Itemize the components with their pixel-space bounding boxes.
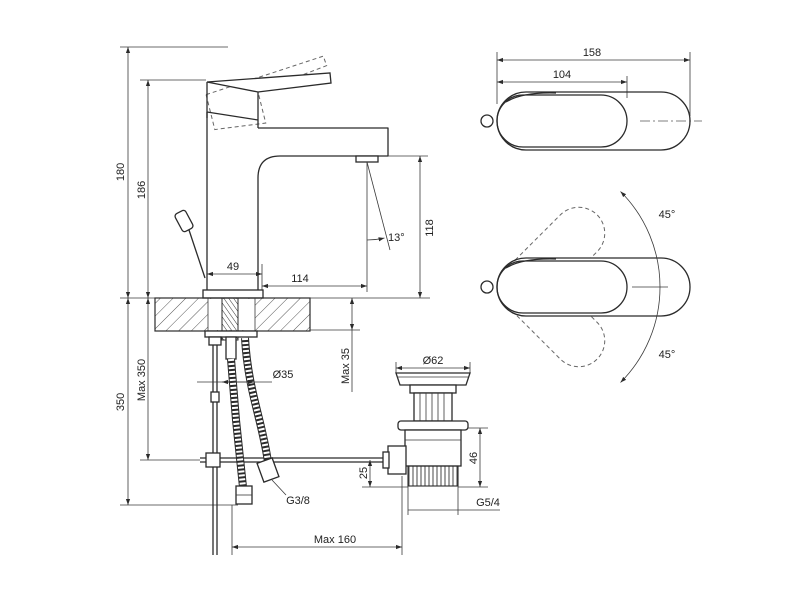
label-49: 49 [227,261,239,273]
waste-upper-ribs [419,393,445,421]
label-max-160: Max 160 [314,534,356,546]
label-45-degrees-up: 45° [659,209,676,221]
label-118: 118 [424,219,436,237]
faucet-base [202,289,264,299]
top-view-handle-boss [505,92,557,103]
lever-raised-position [205,55,328,131]
hose-hot-nut [256,457,280,483]
top-view: 158 104 [480,47,702,151]
waste-flange-nut [397,420,469,431]
label-25: 25 [358,467,370,479]
label-114: 114 [291,273,309,285]
label-max-35: Max 35 [340,348,352,384]
rotation-view-pop-up-knob [480,280,494,294]
faucet-body [206,112,389,290]
top-view-lever [496,94,628,148]
label-diameter-35: Ø35 [273,369,294,381]
aerator [355,155,379,163]
hose-hot-braid [242,337,271,463]
hose-fitting [225,336,237,360]
label-158: 158 [583,47,601,59]
pop-up-rod-upper [188,229,206,279]
rotation-arc-up [620,191,661,288]
left-dimensions: 180 186 Max 350 350 [115,46,430,506]
top-view-pop-up-knob [480,114,494,128]
spout-dimensions: 49 114 118 13° [207,155,436,298]
hose-cold-braid [228,358,246,488]
label-max-350: Max 350 [136,359,148,401]
lever [206,72,332,93]
waste-lower-body [404,429,462,467]
under-counter-assembly: G3/8 Ø35 Max 160 [197,336,403,555]
fixing-nut [204,330,258,338]
label-46: 46 [468,452,480,464]
rotation-arc-down [620,286,661,383]
label-13-degrees: 13° [388,232,405,244]
label-45-degrees-down: 45° [659,349,676,361]
waste-thread [407,465,459,487]
label-186: 186 [136,181,148,199]
waste-side-outlet-cap [382,451,390,469]
waste-cap [395,372,471,386]
hose-hot-outer [241,337,272,463]
label-180: 180 [115,163,127,181]
pop-up-waste: Ø62 46 25 G5/4 [358,355,500,515]
pop-up-rod-clamp-top [208,336,222,346]
label-g5-4: G5/4 [476,497,500,509]
hose-thread-leader [271,479,287,496]
label-diameter-62: Ø62 [423,355,444,367]
pop-up-knob [174,209,194,233]
aerator-angle-arc [366,237,385,242]
waste-side-outlet [387,445,407,475]
rotation-view-handle-boss [505,258,557,269]
label-104: 104 [553,69,571,81]
faucet-side-view [174,55,389,299]
countertop-section: Max 35 [154,297,360,392]
label-350: 350 [115,393,127,411]
aerator-angle-line [366,161,391,251]
rotation-view-lever [496,260,628,314]
linkage-clip [205,452,221,468]
waste-stem [409,384,457,394]
label-g3-8: G3/8 [286,495,310,507]
lever-rotation-view: 45° 45° [480,191,691,383]
pop-up-rod-connector [210,391,220,403]
